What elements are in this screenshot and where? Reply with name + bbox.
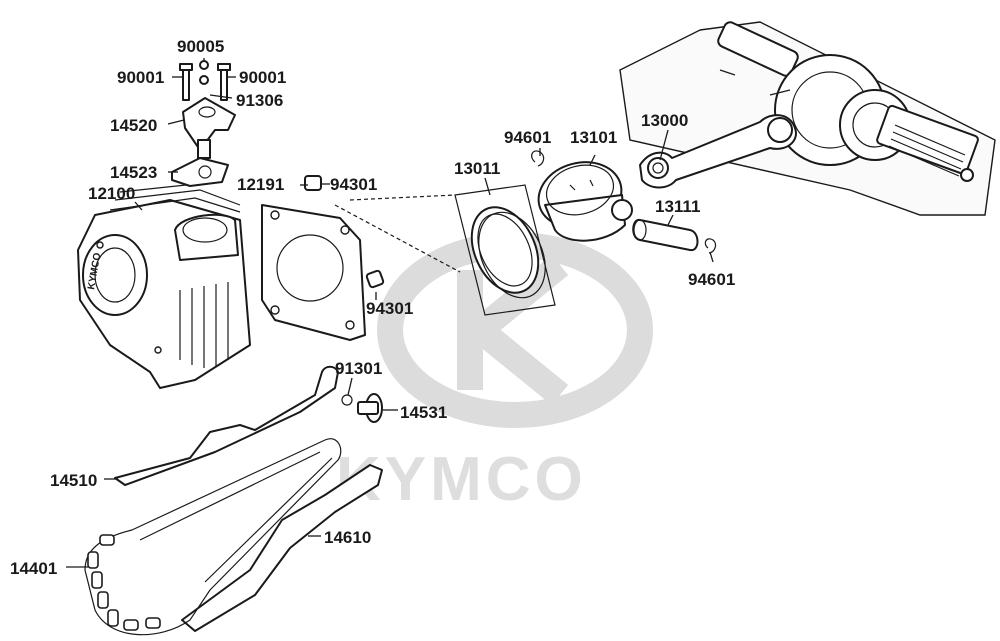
part-number-13111: 13111 <box>655 197 700 216</box>
part-number-13101: 13101 <box>570 128 617 147</box>
bolt-right <box>220 67 228 101</box>
dowel-pin-bottom <box>365 269 385 289</box>
part-number-12191: 12191 <box>237 175 284 194</box>
pivot-bolt <box>341 393 383 423</box>
part-number-14520: 14520 <box>110 116 157 135</box>
part-number-13000: 13000 <box>641 111 688 130</box>
bolt-left <box>182 67 190 101</box>
part-number-14523: 14523 <box>110 163 157 182</box>
part-number-91306: 91306 <box>236 91 283 110</box>
dowel-pin-top <box>304 175 322 191</box>
part-number-12100: 12100 <box>88 184 135 203</box>
part-number-90005: 90005 <box>177 37 224 56</box>
cylinder-block: KYMCO <box>77 182 251 389</box>
part-labels: 90005 90001 90001 91306 14520 14523 1210… <box>10 37 735 578</box>
part-number-14531: 14531 <box>400 403 447 422</box>
part-number-94601-bottom: 94601 <box>688 270 735 289</box>
part-number-94301-top: 94301 <box>330 175 377 194</box>
timing-chain <box>84 438 342 636</box>
part-number-14510: 14510 <box>50 471 97 490</box>
tensioner-assembly <box>171 60 236 187</box>
part-number-94301-bottom: 94301 <box>366 299 413 318</box>
small-bolt <box>199 60 209 70</box>
tensioner-gasket <box>171 157 229 187</box>
part-number-14610: 14610 <box>324 528 371 547</box>
part-number-94601-top: 94601 <box>504 128 551 147</box>
piston-assembly <box>454 150 717 316</box>
chain-guide <box>181 464 383 632</box>
chain-tensioner-guide <box>114 365 339 486</box>
part-number-13011: 13011 <box>454 159 500 178</box>
crankshaft-assembly <box>619 21 996 216</box>
cylinder-base-gasket <box>261 204 366 341</box>
leader-lines <box>66 58 714 568</box>
part-number-90001-right: 90001 <box>239 68 286 87</box>
part-number-91301: 91301 <box>335 359 382 378</box>
part-number-90001-left: 90001 <box>117 68 164 87</box>
part-number-14401: 14401 <box>10 559 57 578</box>
